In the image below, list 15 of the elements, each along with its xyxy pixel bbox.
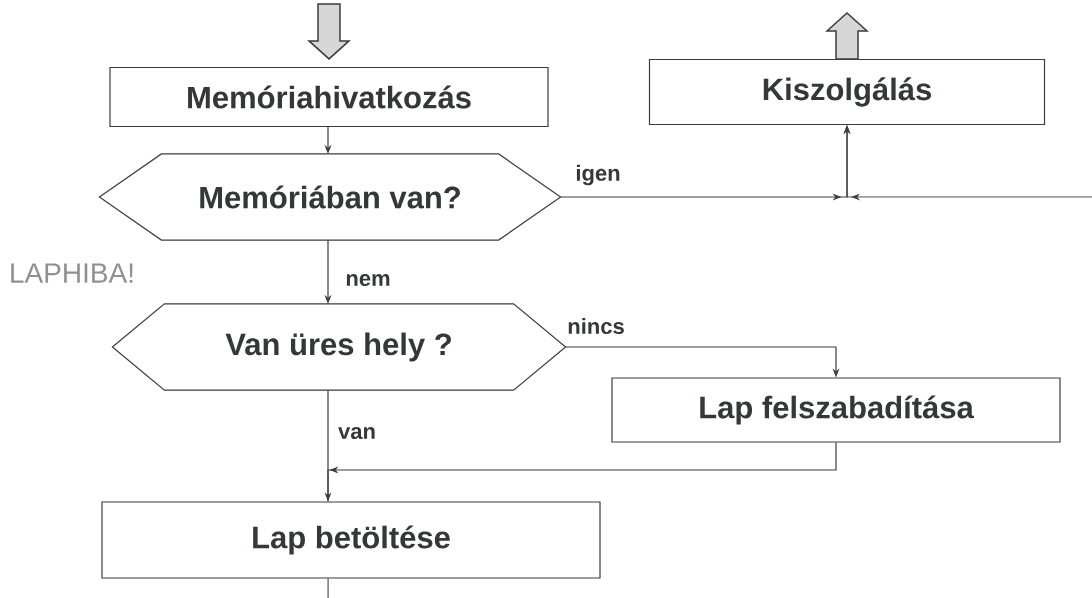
block-arrow	[825, 11, 869, 60]
edge-label: van	[337, 426, 377, 441]
edge-label: igen	[574, 163, 622, 187]
warning-label: LAPHIBA!	[11, 263, 133, 283]
connector-line	[327, 578, 329, 598]
process-box: Lap betöltése	[101, 501, 601, 579]
edge-label: nincs	[566, 316, 626, 336]
process-box: Lap felszabadítása	[611, 377, 1061, 443]
decision-hexagon: Van üres hely ?	[111, 303, 567, 391]
connector-line	[327, 389, 329, 502]
process-box: Memóriahivatkozás	[109, 66, 549, 128]
block-arrow	[307, 3, 351, 60]
decision-hexagon: Memóriában van?	[98, 153, 562, 241]
edge-label: nem	[344, 272, 392, 288]
process-box: Kiszolgálás	[648, 58, 1046, 126]
